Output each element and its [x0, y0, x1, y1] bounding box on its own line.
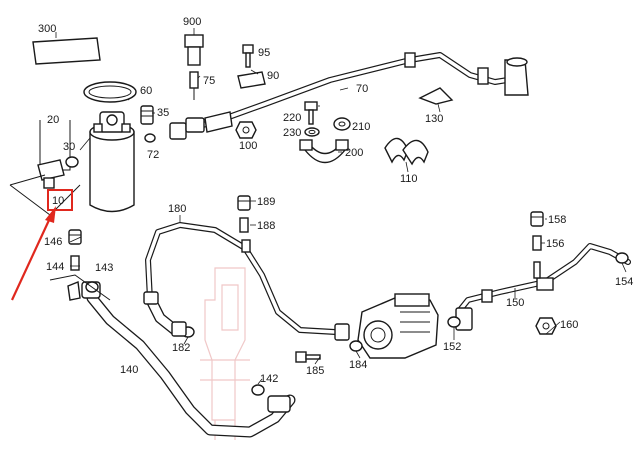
label-part-189: 189 [257, 196, 275, 208]
part-152-o-ring [447, 316, 461, 328]
label-part-230: 230 [283, 127, 301, 139]
part-184-o-ring [349, 340, 363, 352]
part-160-nut [535, 317, 557, 335]
part-number-labels: 300 900 95 75 90 60 70 35 220 20 230 210… [38, 16, 633, 385]
label-part-146: 146 [44, 236, 62, 248]
part-150-line [455, 243, 631, 331]
label-part-142: 142 [260, 373, 278, 385]
part-72-o-ring [144, 133, 156, 143]
label-part-185: 185 [306, 365, 324, 377]
part-110-clip [384, 137, 429, 166]
label-part-180: 180 [168, 203, 186, 215]
part-220-bolt [304, 101, 318, 125]
part-210-nut [333, 117, 351, 131]
part-143-bracket [49, 274, 111, 301]
part-180-line [145, 222, 338, 335]
part-144-valve [70, 255, 80, 271]
label-part-35: 35 [157, 107, 169, 119]
highlight-arrow [11, 206, 56, 301]
label-part-95: 95 [258, 47, 270, 59]
label-part-160: 160 [560, 319, 578, 331]
label-part-72: 72 [147, 149, 159, 161]
label-part-182: 182 [172, 342, 190, 354]
part-158-cap [530, 211, 544, 227]
label-part-75: 75 [203, 75, 215, 87]
part-300-label-plate [32, 32, 101, 65]
label-part-154: 154 [615, 276, 633, 288]
part-95-bolt [242, 44, 254, 68]
part-900-sensor [184, 28, 204, 100]
highlight-box-part-10 [47, 189, 73, 211]
part-140-hose [81, 281, 296, 438]
label-part-70: 70 [356, 83, 368, 95]
part-142-o-ring [251, 384, 265, 396]
part-100-nut [235, 121, 257, 139]
label-part-152: 152 [443, 341, 461, 353]
part-130-clip [418, 87, 454, 105]
label-part-188: 188 [257, 220, 275, 232]
label-part-30: 30 [63, 141, 75, 153]
ghost-engine-outline [200, 267, 250, 440]
part-30-o-ring [65, 156, 79, 168]
part-154-o-ring [615, 252, 629, 264]
part-156-valve [532, 235, 542, 251]
label-part-150: 150 [506, 297, 524, 309]
leader-lines [69, 69, 627, 385]
label-part-140: 140 [120, 364, 138, 376]
label-part-158: 158 [548, 214, 566, 226]
part-185-bolt [295, 351, 321, 363]
part-70-refrigerant-line [169, 52, 529, 140]
label-part-130: 130 [425, 113, 443, 125]
label-part-200: 200 [345, 147, 363, 159]
part-20-bracket [9, 120, 81, 216]
label-part-900: 900 [183, 16, 201, 28]
label-part-156: 156 [546, 238, 564, 250]
part-35-fitting [140, 105, 154, 125]
label-part-210: 210 [352, 121, 370, 133]
label-part-110: 110 [400, 173, 418, 185]
label-part-20: 20 [47, 114, 59, 126]
receiver-dryer-canister [89, 111, 135, 213]
part-188-valve [239, 217, 249, 233]
label-part-143: 143 [95, 262, 113, 274]
label-part-90: 90 [267, 70, 279, 82]
label-part-184: 184 [349, 359, 367, 371]
label-part-144: 144 [46, 261, 64, 273]
label-part-220: 220 [283, 112, 301, 124]
part-60-clamp-ring [83, 81, 137, 103]
part-230-washer [304, 127, 320, 137]
line-bracket-clip [204, 111, 233, 133]
part-189-cap [237, 195, 251, 211]
part-200-clamp [299, 139, 349, 164]
label-part-60: 60 [140, 85, 152, 97]
label-part-10: 10 [52, 195, 64, 207]
label-part-300: 300 [38, 23, 56, 35]
label-part-100: 100 [239, 140, 257, 152]
part-90-clip [237, 71, 266, 89]
